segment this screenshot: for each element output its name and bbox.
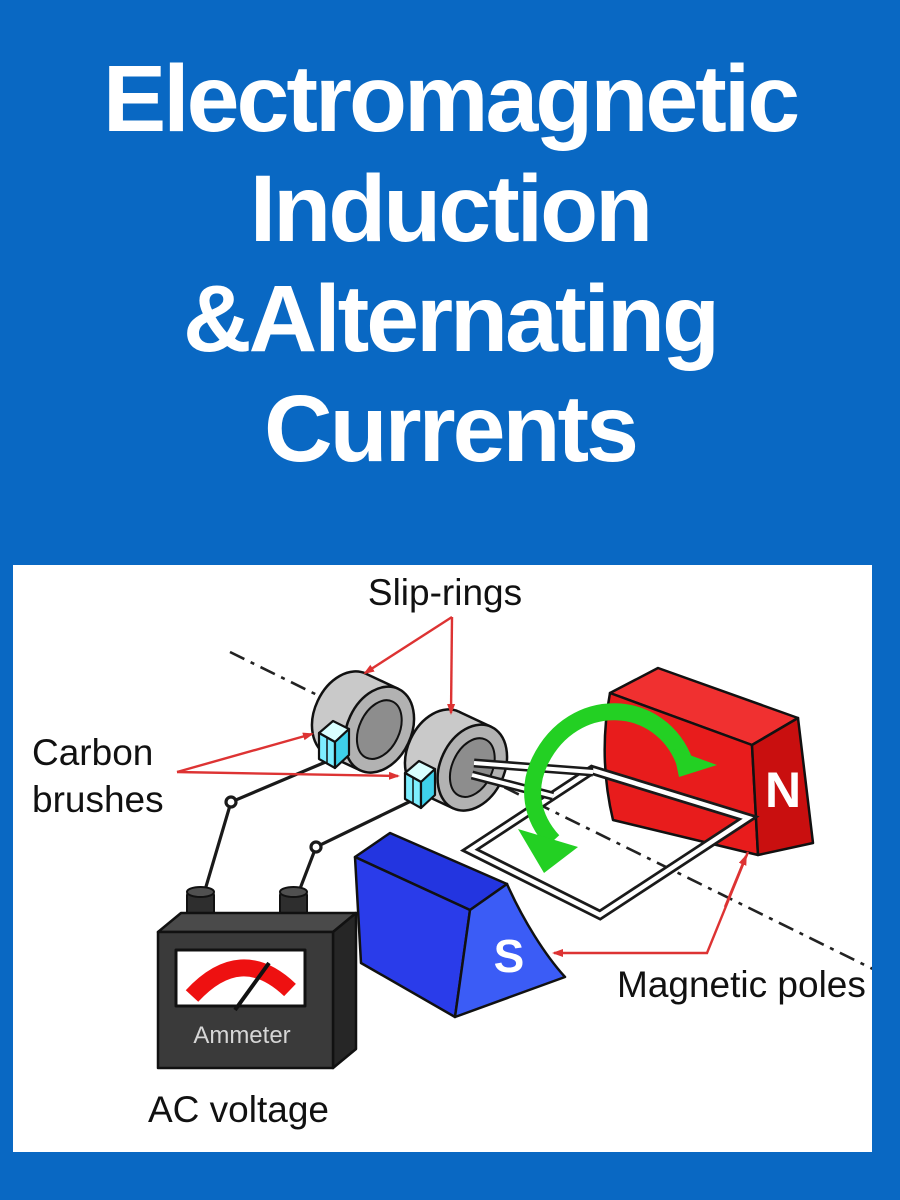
- slip-ring-2: [403, 708, 509, 812]
- carbon-brush-2: [403, 759, 437, 810]
- south-magnet: S: [353, 831, 567, 1019]
- coil-core: [465, 767, 754, 918]
- rotation-arrow-head: [518, 829, 578, 873]
- wire-left: [198, 759, 329, 908]
- slip-rings-label: Slip-rings: [368, 572, 522, 613]
- south-magnet-pole-face: [453, 882, 567, 1019]
- leader-lines: [176, 615, 750, 957]
- slip-ring-1: [310, 670, 416, 774]
- generator-diagram-panel: Ammeter S N: [13, 565, 872, 1152]
- south-pole-letter: S: [494, 930, 525, 982]
- rotation-axis-line: [229, 650, 872, 971]
- ammeter: Ammeter: [156, 886, 358, 1070]
- poster-title: Electromagnetic Induction &Alternating C…: [0, 44, 900, 484]
- ac-generator-diagram: Ammeter S N: [32, 572, 872, 1130]
- ammeter-top-face: [156, 911, 358, 934]
- carbon-brushes-label-line2: brushes: [32, 779, 164, 820]
- carbon-brush-1: [317, 719, 351, 770]
- north-pole-letter: N: [765, 762, 801, 818]
- ammeter-gauge-arc: [185, 959, 296, 1002]
- wire-junction-left: [224, 795, 238, 809]
- ammeter-needle: [233, 961, 271, 1012]
- rotation-arrow: [518, 703, 717, 873]
- title-line-3: &Alternating: [183, 266, 720, 372]
- title-line-2: Induction: [249, 156, 653, 262]
- ammeter-label: Ammeter: [193, 1022, 290, 1049]
- leader-slip-ring-1: [363, 615, 453, 675]
- ac-voltage-label: AC voltage: [148, 1089, 329, 1130]
- leader-slip-ring-2: [447, 616, 456, 715]
- north-magnet: N: [603, 666, 815, 857]
- rotation-arrow-tail: [673, 749, 717, 777]
- rotor-coil: [459, 764, 760, 921]
- wire-junction-right: [309, 840, 323, 854]
- rotation-arrow-arc: [524, 703, 693, 847]
- leader-brush-1: [176, 732, 314, 774]
- title-line-1: Electromagnetic: [102, 46, 800, 152]
- title-line-4: Currents: [264, 376, 639, 482]
- leader-north-pole: [723, 854, 748, 908]
- leader-brush-2: [176, 770, 400, 780]
- carbon-brushes-label-line1: Carbon: [32, 732, 153, 773]
- magnetic-poles-label: Magnetic poles: [617, 964, 866, 1005]
- ammeter-side-face: [331, 911, 358, 1070]
